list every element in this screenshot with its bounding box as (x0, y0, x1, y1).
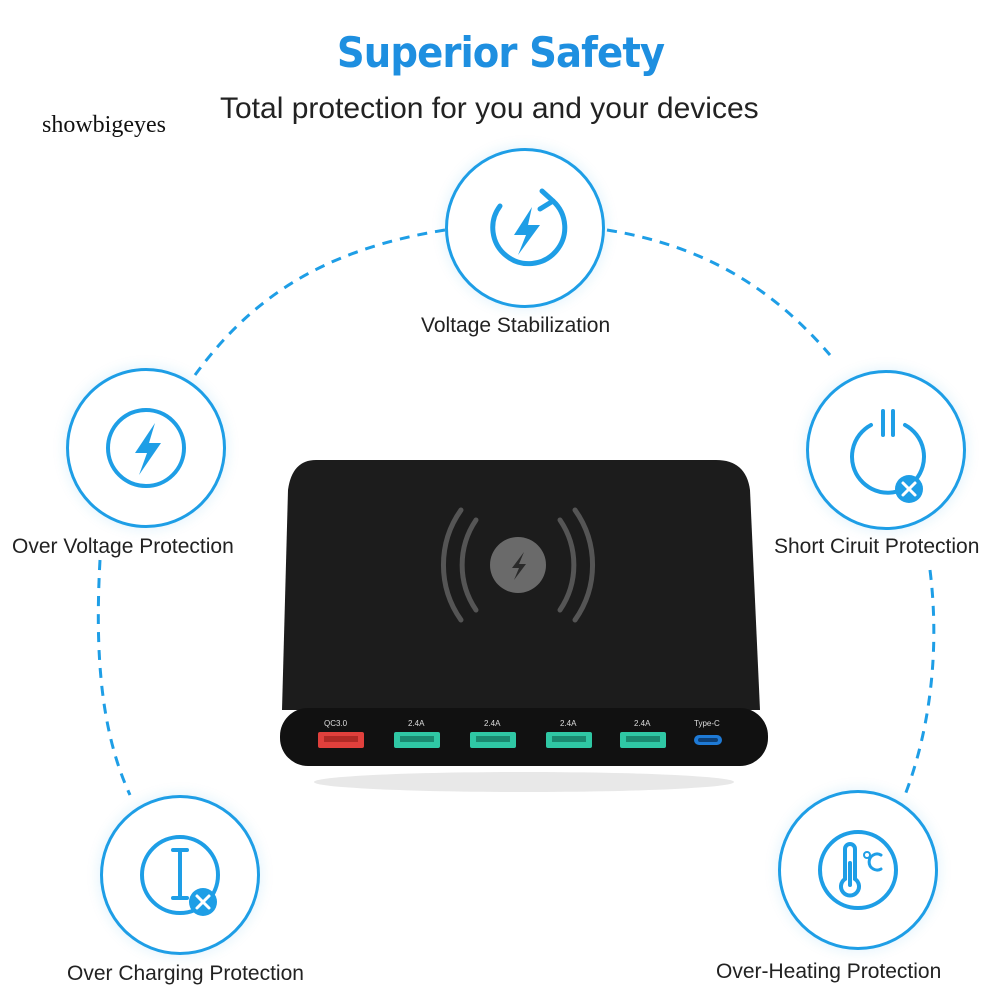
page-title: Superior Safety (336, 28, 665, 77)
power-x-icon (850, 409, 926, 503)
feature-label-voltage-stabilization: Voltage Stabilization (421, 314, 611, 337)
refresh-bolt-icon (490, 188, 568, 267)
port-label-qc3: QC3.0 (324, 719, 348, 728)
port-usb-4: 2.4A (620, 719, 666, 748)
thermometer-icon (818, 830, 898, 910)
wireless-wave-icon (441, 507, 595, 623)
port-label-type-c: Type-C (694, 719, 720, 728)
port-label-usb-1: 2.4A (408, 719, 425, 728)
port-qc3: QC3.0 (318, 719, 364, 748)
port-label-usb-3: 2.4A (560, 719, 577, 728)
bolt-icon (512, 552, 526, 580)
port-label-usb-2: 2.4A (484, 719, 501, 728)
port-usb-1: 2.4A (394, 719, 440, 748)
device-shadow (314, 772, 734, 792)
feature-circle-voltage-stabilization (445, 148, 605, 308)
dash-arc-left (96, 559, 132, 796)
feature-circle-over-charging (100, 795, 260, 955)
feature-label-over-charging: Over Charging Protection (67, 962, 304, 985)
feature-label-over-heating: Over-Heating Protection (716, 960, 942, 983)
feature-label-short-circuit: Short Ciruit Protection (774, 535, 980, 558)
page-subtitle: Total protection for you and your device… (220, 92, 759, 125)
current-x-icon (140, 835, 220, 916)
dash-arc-top-right (606, 228, 832, 356)
port-strip (280, 708, 768, 766)
dash-arc-right (903, 569, 936, 796)
port-usb-3: 2.4A (546, 719, 592, 748)
port-type-c: Type-C (694, 719, 722, 745)
feature-circle-over-voltage (66, 368, 226, 528)
port-label-usb-4: 2.4A (634, 719, 651, 728)
bolt-icon (106, 408, 186, 488)
charging-station-image: QC3.0 2.4A 2.4A 2.4A 2.4A Type-C (280, 460, 768, 792)
feature-label-over-voltage: Over Voltage Protection (12, 535, 234, 558)
feature-circle-over-heating (778, 790, 938, 950)
feature-circle-short-circuit (806, 370, 966, 530)
watermark-text: showbigeyes (42, 112, 166, 138)
dash-arc-top-left (193, 228, 446, 376)
port-usb-2: 2.4A (470, 719, 516, 748)
